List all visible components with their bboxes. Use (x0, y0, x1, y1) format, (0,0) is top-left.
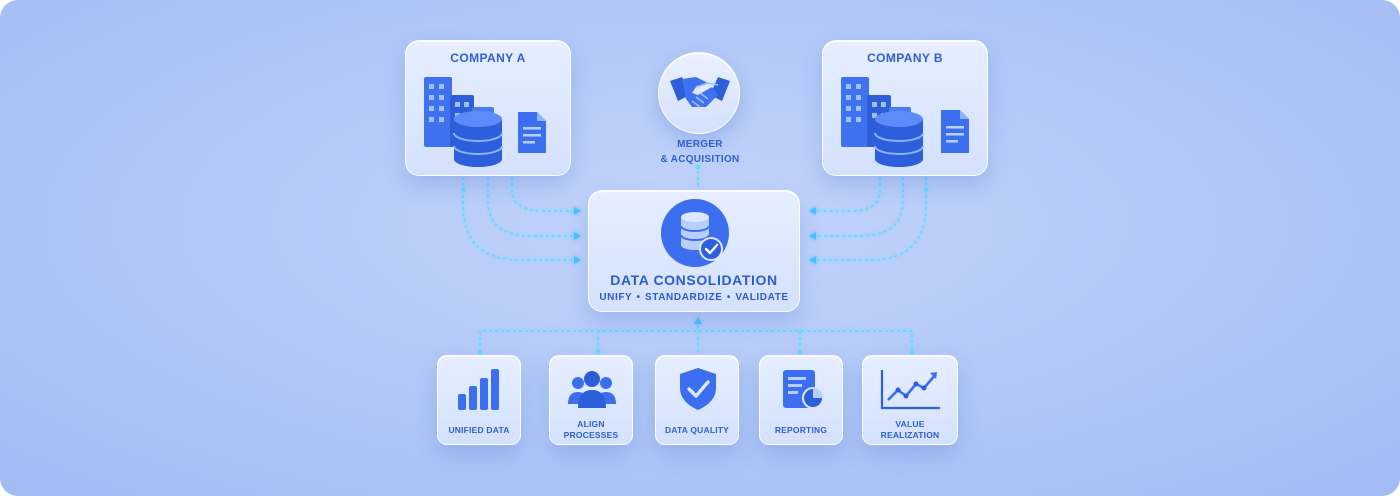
consolidation-subtitle: UNIFY • STANDARDIZE • VALIDATE (599, 292, 789, 303)
outcome-label-line1: ALIGN (577, 419, 605, 429)
company-a-title: COMPANY A (450, 51, 526, 65)
merger-label-line2: & ACQUISITION (660, 154, 740, 165)
outcome-label: UNIFIED DATA (448, 424, 510, 435)
connector-company-a-1 (462, 177, 581, 264)
outcome-label: DATA QUALITY (664, 424, 730, 435)
consolidation-title: DATA CONSOLIDATION (610, 272, 778, 288)
connector-company-b-1 (809, 177, 881, 215)
handshake-icon (670, 77, 730, 108)
outcome-data-quality: DATA QUALITY (655, 355, 739, 445)
outcome-label: VALUE REALIZATION (880, 419, 940, 440)
document-icon (941, 110, 969, 153)
report-document-icon (783, 370, 824, 409)
merger-label: MERGER & ACQUISITION (640, 137, 760, 167)
company-b-title: COMPANY B (867, 51, 943, 65)
company-b-card: COMPANY B (822, 40, 988, 176)
outcome-label: REPORTING (774, 424, 828, 435)
bar-chart-icon (458, 369, 499, 410)
connector-bus (479, 330, 913, 352)
connector-company-a-3 (511, 177, 581, 215)
database-check-icon (661, 199, 729, 267)
outcome-unified-data: UNIFIED DATA (437, 355, 521, 445)
merger-circle (658, 52, 740, 134)
database-icon (874, 111, 924, 167)
shield-check-icon (680, 368, 716, 410)
people-group-icon (568, 371, 616, 408)
data-consolidation-card: DATA CONSOLIDATION UNIFY • STANDARDIZE •… (588, 190, 800, 312)
database-icon (453, 111, 503, 167)
outcome-reporting: REPORTING (759, 355, 843, 445)
connector-company-a-2 (487, 177, 581, 240)
merger-label-line1: MERGER (677, 139, 723, 150)
connector-company-b-2 (809, 177, 904, 240)
outcome-value-realization: VALUE REALIZATION (862, 355, 958, 445)
document-icon (518, 112, 546, 153)
outcome-label-line2: PROCESSES (563, 430, 619, 440)
connector-company-b-3 (809, 177, 927, 264)
trend-line-icon (880, 370, 940, 410)
company-a-card: COMPANY A (405, 40, 571, 176)
